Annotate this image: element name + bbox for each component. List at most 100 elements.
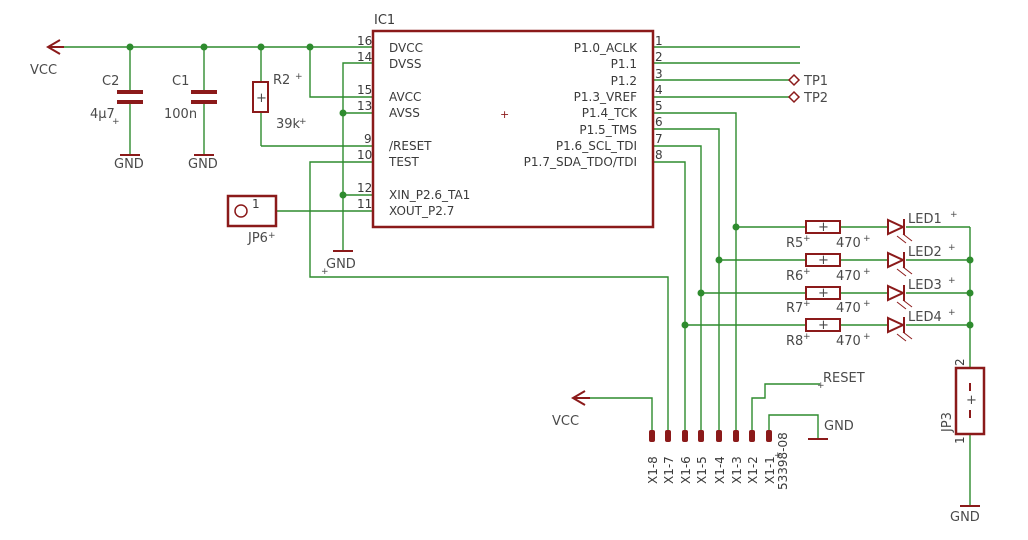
pin-name-reset: /RESET (389, 139, 432, 153)
origin-marks: + + + + + + + + + + + + + + + + + + + (112, 72, 958, 461)
r7-value: 470 (836, 301, 861, 316)
pin-num-1: 1 (655, 34, 663, 48)
svg-text:+: + (950, 210, 958, 220)
header-label-x1-5: X1-5 (695, 456, 709, 484)
resistor-r6: + R6 470 (786, 253, 861, 284)
led-3: LED3 (887, 278, 942, 310)
c1-name: C1 (172, 74, 189, 89)
r5-name: R5 (786, 236, 803, 251)
svg-text:+: + (500, 108, 509, 121)
header-pin (649, 430, 655, 442)
header-label-x1-4: X1-4 (713, 456, 727, 484)
header-label-x1-7: X1-7 (662, 456, 676, 484)
pin-name-avcc: AVCC (389, 90, 421, 104)
jp6-pin: 1 (252, 197, 260, 211)
header-pin (766, 430, 772, 442)
led3-label: LED3 (908, 278, 942, 293)
testpoint-tp1: TP1 (787, 73, 828, 89)
pin-num-2: 2 (655, 50, 663, 64)
pin-num-6: 6 (655, 115, 663, 129)
svg-text:+: + (948, 243, 956, 253)
svg-text:+: + (818, 253, 829, 268)
r8-value: 470 (836, 334, 861, 349)
gnd-label-jp3: GND (950, 510, 980, 525)
pin-num-5: 5 (655, 99, 663, 113)
pin-num-7: 7 (655, 132, 663, 146)
capacitor-c1: C1 100n (164, 74, 217, 122)
header-label-x1-1: X1-1 (763, 456, 777, 484)
pin-num-14: 14 (357, 50, 372, 64)
pin-name-p12: P1.2 (611, 74, 637, 88)
header-part-number: 53398-08 (776, 432, 790, 490)
c2-name: C2 (102, 74, 119, 89)
led1-label: LED1 (908, 212, 942, 227)
svg-text:+: + (863, 332, 871, 342)
svg-text:+: + (966, 393, 977, 408)
pin-name-test: TEST (388, 155, 420, 169)
r6-value: 470 (836, 269, 861, 284)
svg-text:+: + (948, 308, 956, 318)
svg-text:+: + (803, 332, 811, 342)
tp2-label: TP2 (803, 91, 828, 106)
header-label-x1-2: X1-2 (746, 456, 760, 484)
svg-text:+: + (803, 267, 811, 277)
jp6-label: JP6 (247, 231, 268, 246)
header-pin (698, 430, 704, 442)
pin-name-p14: P1.4_TCK (582, 106, 638, 120)
c1-value: 100n (164, 107, 197, 122)
r2-name: R2 (273, 73, 290, 88)
jp3-label: JP3 (940, 412, 955, 433)
pin-name-dvcc: DVCC (389, 41, 423, 55)
svg-text:+: + (818, 318, 829, 333)
pin-name-avss: AVSS (389, 106, 420, 120)
header-label-x1-8: X1-8 (646, 456, 660, 484)
r7-name: R7 (786, 301, 803, 316)
svg-text:+: + (818, 286, 829, 301)
svg-text:+: + (321, 267, 329, 277)
svg-text:+: + (774, 451, 782, 461)
header-x1: X1-8 X1-7 X1-6 X1-5 X1-4 X1-3 X1-2 X1-1 … (646, 430, 790, 490)
header-label-x1-6: X1-6 (679, 456, 693, 484)
pin-num-10: 10 (357, 148, 372, 162)
resistor-r8: + R8 470 (786, 318, 861, 349)
ic1-name: IC1 (374, 13, 395, 28)
svg-text:+: + (863, 267, 871, 277)
gnd-symbol-header: GND (808, 419, 854, 440)
pin-num-15: 15 (357, 83, 372, 97)
resistor-r2: + R2 39k (252, 73, 301, 132)
wires (50, 46, 971, 505)
capacitor-c2: C2 4µ7 (90, 74, 143, 122)
pin-num-4: 4 (655, 83, 663, 97)
pin-name-xin: XIN_P2.6_TA1 (389, 188, 470, 202)
pin-name-xout: XOUT_P2.7 (389, 204, 454, 218)
svg-text:+: + (863, 299, 871, 309)
vcc-label-bottom: VCC (552, 414, 579, 429)
r5-value: 470 (836, 236, 861, 251)
header-pin (749, 430, 755, 442)
vcc-symbol-bottom: VCC (552, 390, 590, 429)
jumper-jp3: + 2 1 JP3 (940, 358, 986, 444)
header-label-x1-3: X1-3 (730, 456, 744, 484)
led2-label: LED2 (908, 245, 942, 260)
r8-name: R8 (786, 334, 803, 349)
svg-text:+: + (863, 234, 871, 244)
c2-value: 4µ7 (90, 107, 115, 122)
pin-name-p10: P1.0_ACLK (574, 41, 638, 55)
gnd-symbol-c1: GND (188, 154, 218, 172)
pin-num-12: 12 (357, 181, 372, 195)
gnd-symbol-ic: GND (326, 250, 356, 272)
svg-text:+: + (803, 299, 811, 309)
svg-text:+: + (818, 220, 829, 235)
pin-name-p17: P1.7_SDA_TDO/TDI (524, 155, 637, 169)
gnd-label-c2: GND (114, 157, 144, 172)
svg-text:+: + (256, 91, 267, 106)
ic1: + IC1 16 14 15 13 9 10 12 11 DVCC DVSS A… (357, 13, 663, 229)
header-pin (665, 430, 671, 442)
pin-num-11: 11 (357, 197, 372, 211)
led4-label: LED4 (908, 310, 942, 325)
pin-num-9: 9 (364, 132, 372, 146)
svg-text:+: + (299, 117, 307, 127)
tp1-label: TP1 (803, 74, 828, 89)
pin-name-p13: P1.3_VREF (574, 90, 637, 104)
header-pin (733, 430, 739, 442)
